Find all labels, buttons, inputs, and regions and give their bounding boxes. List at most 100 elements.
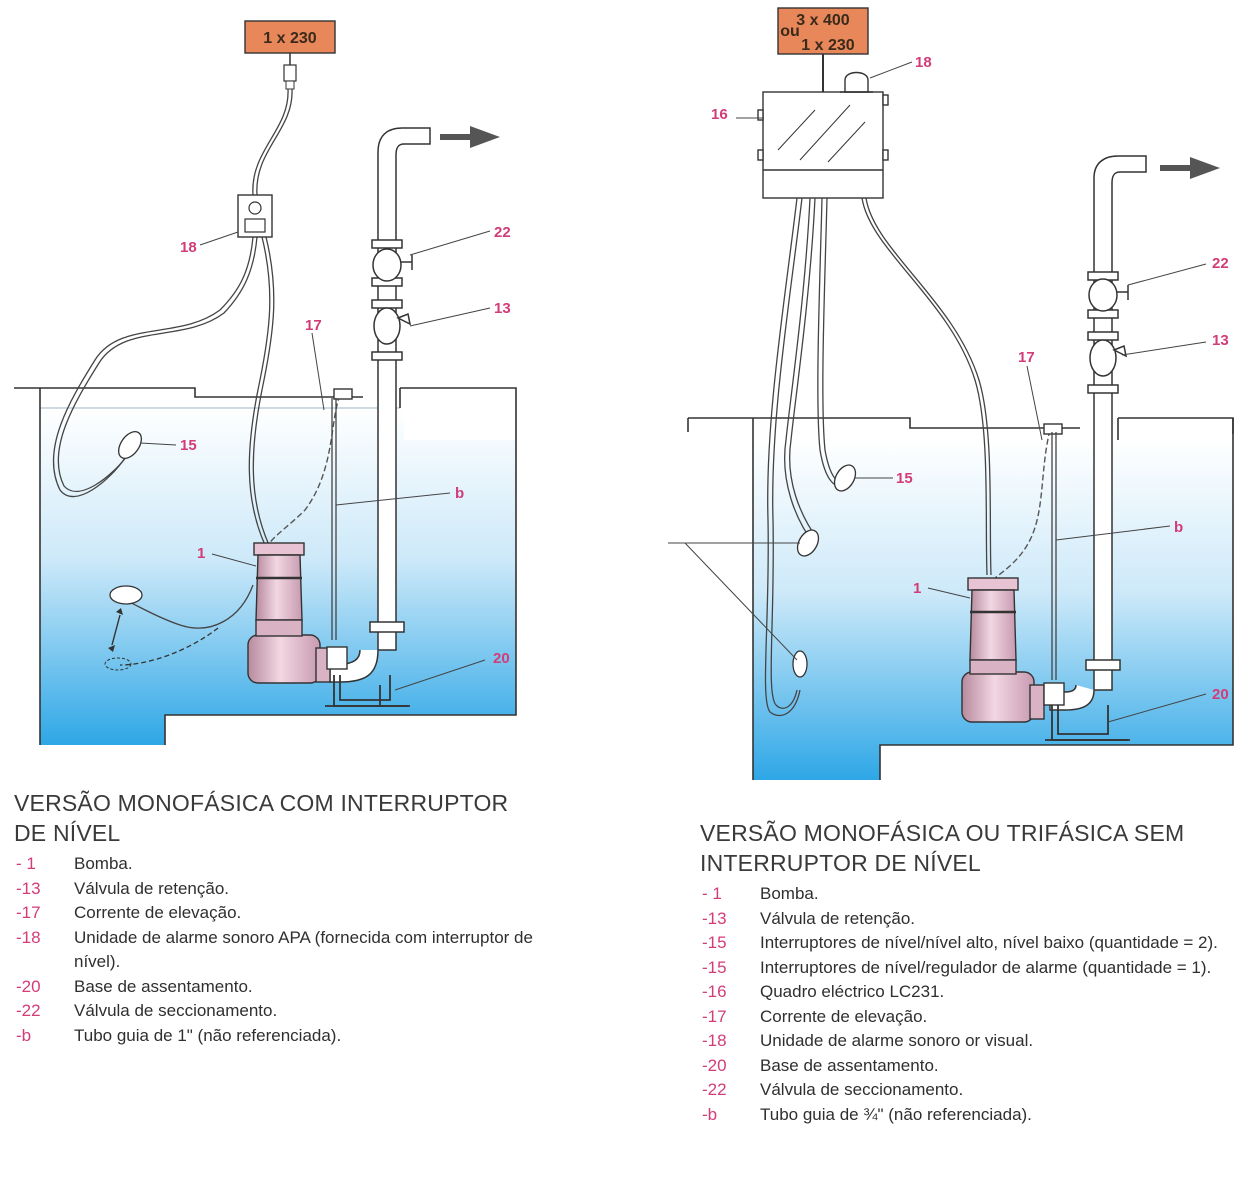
legend-item-number: -16 [702, 982, 727, 1001]
diagram-with-level-switch: 1 x 230 [14, 20, 517, 745]
legend-item-text: Corrente de elevação. [74, 903, 242, 922]
legend-list: - 1 Bomba. -13 Válvula de retenção. -17 Cor… [14, 852, 534, 1048]
legend-title: VERSÃO MONOFÁSICA OU TRIFÁSICA SEM INTER… [700, 820, 1185, 876]
supply-label-or: ou [780, 23, 800, 40]
callout-18: 18 [180, 239, 197, 256]
legend-item: -18 Unidade de alarme sonoro APA (forneci… [14, 926, 534, 975]
callout-22: 22 [1212, 255, 1229, 272]
pump [961, 577, 1065, 723]
legend-title: VERSÃO MONOFÁSICA COM INTERRUPTOR DE NÍV… [14, 790, 509, 846]
callout-20: 20 [1212, 686, 1229, 703]
callout-15: 15 [896, 470, 913, 487]
legend-item-text: Tubo guia de 1" (não referenciada). [74, 1025, 342, 1045]
legend-item-number: -17 [16, 903, 41, 922]
callout-15: 15 [180, 437, 197, 454]
legend-item: -b Tubo guia de ¾" (não referenciada). [700, 1103, 1220, 1128]
alarm-beacon [840, 71, 873, 93]
legend-item-number: -20 [16, 976, 41, 996]
lifting-chain [267, 388, 353, 546]
legend-item: -15 Interruptores de nível/nível alto, ní… [700, 931, 1220, 956]
legend-item-number: -13 [16, 878, 41, 898]
callout-17: 17 [1018, 349, 1035, 366]
legend-item: -b Tubo guia de 1" (não referenciada). [14, 1024, 534, 1049]
legend-item-text: Válvula de seccionamento. [74, 1001, 278, 1020]
base-stand [325, 675, 410, 707]
legend-item-text: Válvula de retenção. [74, 878, 229, 898]
legend-item-number: -20 [702, 1055, 727, 1075]
legend-item: - 1 Bomba. [14, 852, 534, 877]
legend-item: -16 Quadro eléctrico LC231. [700, 980, 1220, 1005]
legend-item-text: Unidade de alarme sonoro or visual. [760, 1031, 1034, 1050]
legend-item-text: Base de assentamento. [760, 1055, 939, 1075]
legend-item: - 1 Bomba. [700, 882, 1220, 907]
legend-item: -17 Corrente de elevação. [14, 901, 534, 926]
legend-item-number: -b [702, 1104, 718, 1124]
float-switches [792, 464, 857, 678]
legend-item-number: -22 [702, 1080, 727, 1099]
callout-20: 20 [493, 650, 510, 667]
legend-item-text: Tubo guia de ¾" (não referenciada). [760, 1104, 1032, 1124]
guide-tube [1051, 432, 1057, 680]
legend-item-text: Interruptores de nível/nível alto, nível… [760, 933, 1218, 952]
discharge-pipe [329, 127, 431, 683]
legend-item: -17 Corrente de elevação. [700, 1005, 1220, 1030]
callout-18: 18 [915, 54, 932, 71]
pump [247, 542, 348, 684]
callout-16: 16 [711, 106, 728, 123]
legend-item-text: Unidade de alarme sonoro APA (fornecida … [74, 927, 533, 972]
callout-13: 13 [494, 300, 511, 317]
control-panel [757, 91, 889, 199]
callout-b: b [455, 485, 464, 502]
legend-item-text: Válvula de retenção. [760, 908, 915, 928]
legend-item: -20 Base de assentamento. [14, 975, 534, 1000]
legend-item: -13 Válvula de retenção. [700, 907, 1220, 932]
callout-13: 13 [1212, 332, 1229, 349]
legend-item-text: Interruptores de nível/regulador de alar… [760, 957, 1212, 977]
legend-item: -20 Base de assentamento. [700, 1054, 1220, 1079]
alarm-unit [237, 194, 273, 238]
base-stand [1045, 705, 1130, 741]
legend-item-number: - 1 [16, 854, 36, 873]
callout-1: 1 [913, 580, 921, 597]
legend-item-number: -18 [16, 927, 41, 947]
power-supply-box: 3 x 400 ou 1 x 230 [777, 7, 869, 92]
lifting-chain [994, 423, 1063, 579]
legend-item: -15 Interruptores de nível/regulador de a… [700, 956, 1220, 981]
legend-item-number: -13 [702, 908, 727, 928]
legend-item-text: Bomba. [74, 854, 133, 873]
legend-item-text: Base de assentamento. [74, 976, 253, 996]
cables [764, 197, 992, 717]
legend-item: -22 Válvula de seccionamento. [700, 1078, 1220, 1103]
legend-item-number: -22 [16, 1001, 41, 1020]
supply-label: 1 x 230 [263, 30, 316, 47]
power-supply-box: 1 x 230 [244, 20, 336, 90]
leader-lines [668, 61, 1207, 723]
legend-item-number: - 1 [702, 884, 722, 903]
pit-walls [687, 417, 1234, 780]
legend-item-text: Corrente de elevação. [760, 1006, 928, 1026]
legend-item: -22 Válvula de seccionamento. [14, 999, 534, 1024]
float-switch [118, 431, 142, 459]
diagram-without-level-switch: 3 x 400 ou 1 x 230 [668, 7, 1234, 780]
supply-label-line2: 1 x 230 [801, 37, 854, 54]
pit-walls [14, 387, 517, 745]
callout-1: 1 [197, 545, 205, 562]
legend-item-number: -15 [702, 957, 727, 977]
legend-item-text: Quadro eléctrico LC231. [760, 982, 945, 1001]
callout-b: b [1174, 519, 1183, 536]
legend-item-text: Bomba. [760, 884, 819, 903]
pump-float-switch [104, 585, 219, 671]
legend-item-number: -15 [702, 933, 727, 952]
legend-item-number: -b [16, 1025, 32, 1045]
legend-with-level-switch: VERSÃO MONOFÁSICA COM INTERRUPTOR DE NÍV… [14, 788, 534, 1048]
legend-item-text: Válvula de seccionamento. [760, 1080, 964, 1099]
legend-without-level-switch: VERSÃO MONOFÁSICA OU TRIFÁSICA SEM INTER… [700, 818, 1220, 1127]
legend-item: -13 Válvula de retenção. [14, 877, 534, 902]
guide-tube [331, 398, 337, 640]
flow-arrow [440, 126, 500, 148]
legend-item-number: -17 [702, 1006, 727, 1026]
callout-22: 22 [494, 224, 511, 241]
cables [52, 88, 293, 629]
